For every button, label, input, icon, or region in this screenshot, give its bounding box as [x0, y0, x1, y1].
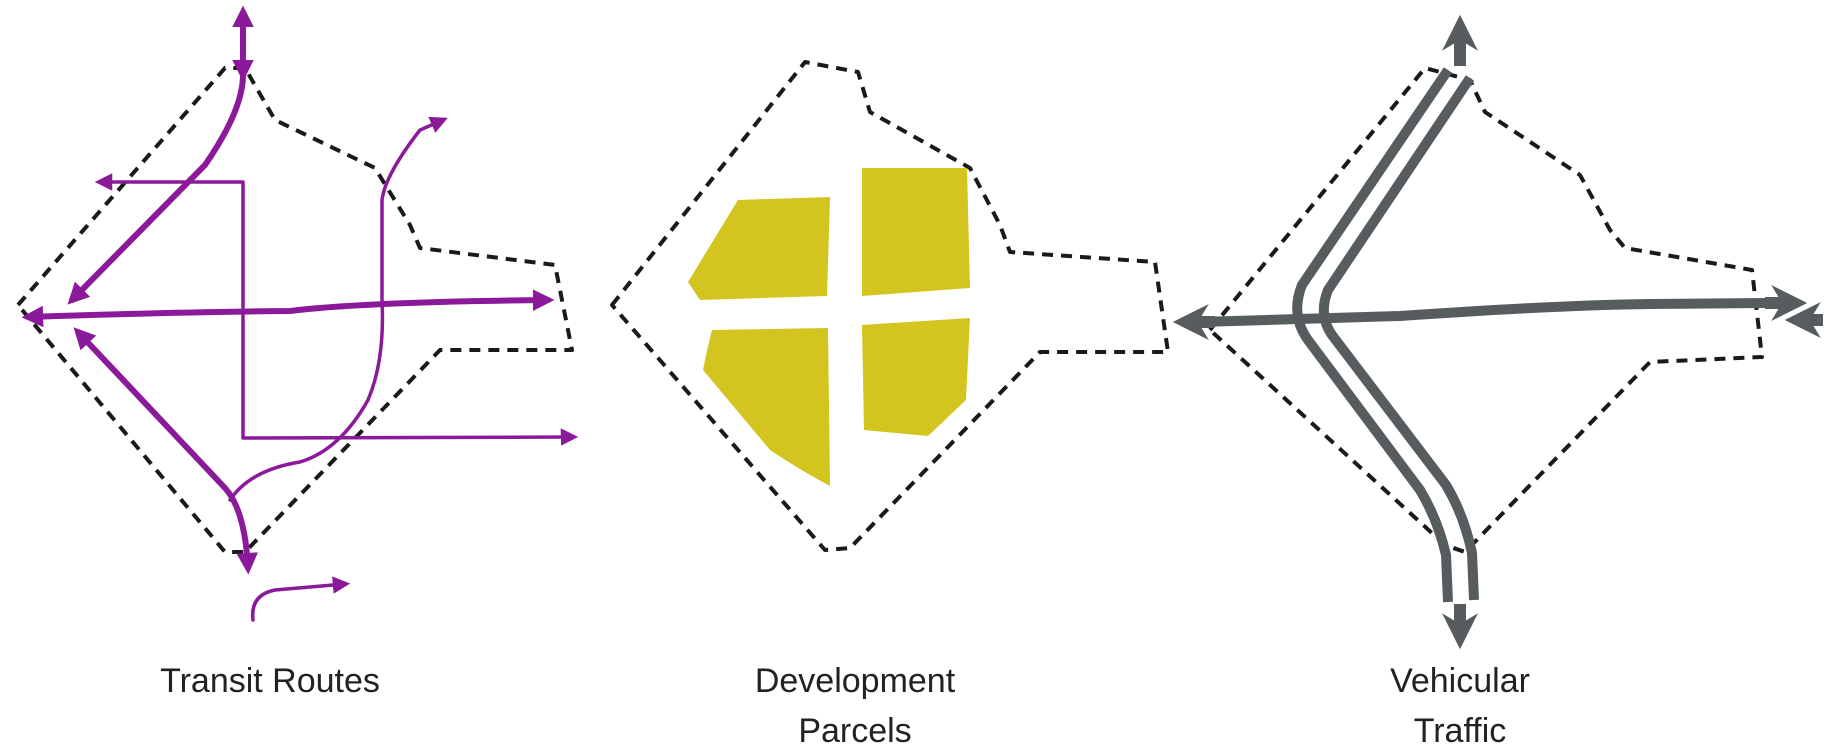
parcel-southwest — [703, 328, 830, 486]
vehicular-traffic-panel — [1172, 14, 1823, 650]
caption-transit-line-1: Transit Routes — [160, 662, 380, 700]
site-boundary-parcels — [610, 60, 1170, 552]
traffic-road-east-west — [1195, 298, 1770, 327]
transit-route-loop — [94, 173, 579, 446]
parcel-northwest — [688, 197, 830, 300]
transit-route-small — [250, 576, 351, 622]
caption-vehicular-traffic: Vehicular Traffic — [1310, 656, 1610, 756]
transit-route-south-diagonal — [73, 327, 259, 575]
transit-route-east-west — [21, 289, 555, 328]
caption-traffic-line-2: Traffic — [1413, 712, 1507, 750]
transit-route-curve — [228, 116, 448, 502]
caption-parcels-line-2: Parcels — [798, 712, 912, 750]
traffic-road-southbound — [1318, 75, 1479, 601]
transit-route-north-diagonal — [72, 22, 243, 300]
caption-development-parcels: Development Parcels — [705, 656, 1005, 756]
caption-parcels-line-1: Development — [754, 662, 956, 700]
caption-transit-routes: Transit Routes — [120, 656, 420, 706]
transit-routes-panel — [16, 5, 579, 622]
parcel-southeast — [862, 318, 970, 436]
caption-traffic-line-1: Vehicular — [1390, 662, 1530, 700]
traffic-road-northbound — [1292, 67, 1453, 603]
parcel-northeast — [862, 168, 970, 296]
development-parcels-panel — [610, 60, 1170, 552]
